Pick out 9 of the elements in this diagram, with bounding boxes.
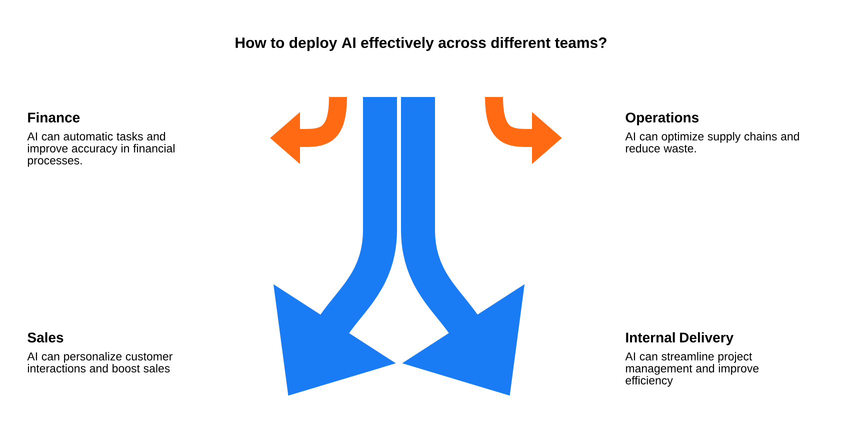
description: AI can streamline project management and improve efficiency bbox=[625, 352, 759, 387]
description: AI can automatic tasks and improve accuracy in financial processes. bbox=[27, 132, 174, 167]
heading: Sales bbox=[28, 332, 64, 342]
heading: Operations bbox=[626, 112, 699, 126]
description: AI can optimize supply chains and reduce waste. bbox=[625, 132, 799, 152]
heading: Internal Delivery bbox=[626, 332, 734, 346]
title: How to deploy AI effectively across different teams? bbox=[236, 37, 606, 51]
description: AI can personalize customer interactions and boost sales bbox=[27, 352, 172, 372]
heading: Finance bbox=[28, 112, 80, 122]
